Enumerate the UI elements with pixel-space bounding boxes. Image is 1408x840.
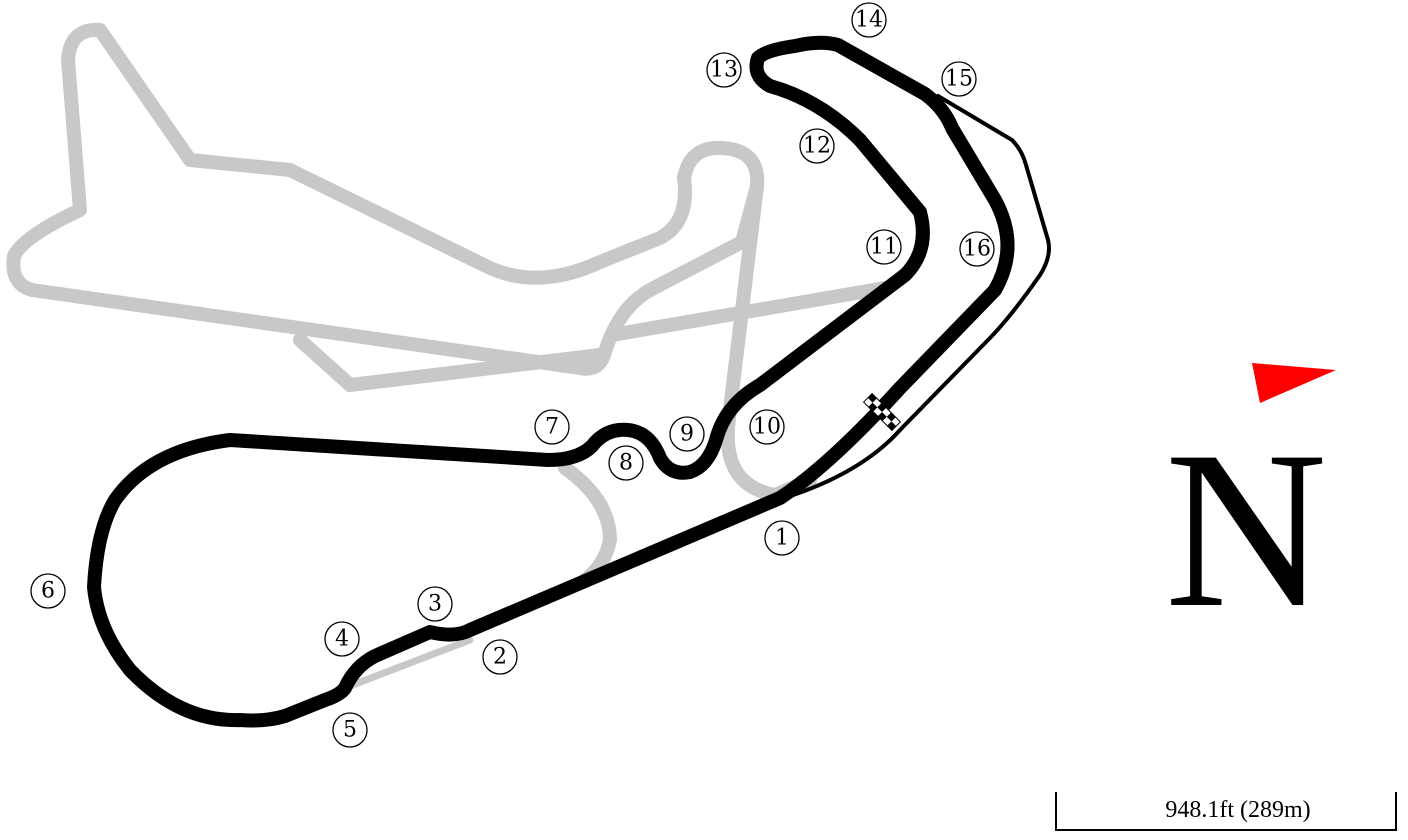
scale-bar-line [1055, 792, 1397, 831]
turn-label: 3 [428, 592, 442, 617]
turn-label: 7 [545, 415, 559, 440]
scale-bar: 948.1ft (289m) [1055, 792, 1397, 831]
turn-label: 15 [945, 67, 973, 92]
turn-marker-14: 14 [851, 2, 887, 38]
turn-label: 13 [710, 58, 738, 83]
turn-label: 1 [775, 526, 789, 551]
turn-label: 2 [493, 645, 507, 670]
unused-track-lower-link [341, 636, 474, 692]
turn-marker-10: 10 [749, 409, 785, 445]
scale-bar-label: 948.1ft (289m) [1165, 797, 1310, 823]
turn-marker-5: 5 [332, 712, 368, 748]
unused-track-infield-loop [6, 22, 765, 376]
turn-marker-3: 3 [417, 586, 453, 622]
start-finish-marker [862, 392, 902, 432]
turn-label: 4 [335, 627, 349, 652]
turn-label: 5 [343, 718, 357, 743]
turn-label: 14 [855, 8, 883, 33]
unused-track-short-loop [558, 461, 617, 587]
turn-label: 9 [680, 422, 694, 447]
pit-lane [776, 94, 1051, 502]
turn-label: 12 [803, 134, 831, 159]
turn-marker-16: 16 [959, 231, 995, 267]
unused-track-layouts [6, 22, 892, 692]
turn-marker-11: 11 [866, 229, 902, 265]
north-letter: N [1165, 404, 1328, 654]
turn-label: 8 [619, 451, 633, 476]
north-arrow-icon [1252, 363, 1336, 403]
turn-label: 10 [753, 415, 781, 440]
turn-marker-4: 4 [324, 621, 360, 657]
turn-marker-6: 6 [30, 573, 66, 609]
turn-marker-12: 12 [799, 128, 835, 164]
turn-marker-13: 13 [706, 52, 742, 88]
turn-label: 16 [963, 237, 991, 262]
turn-markers: 1 2 3 4 5 6 7 8 9 10 11 12 13 14 15 16 [30, 2, 995, 748]
turn-marker-8: 8 [608, 445, 644, 481]
turn-label: 6 [41, 579, 55, 604]
turn-marker-15: 15 [941, 61, 977, 97]
compass: N [1165, 363, 1336, 654]
unused-track-inner-link [293, 333, 607, 392]
turn-label: 11 [870, 235, 898, 260]
turn-marker-2: 2 [482, 639, 518, 675]
active-track [87, 35, 1015, 728]
turn-marker-9: 9 [669, 416, 705, 452]
turn-marker-1: 1 [764, 520, 800, 556]
turn-marker-7: 7 [534, 409, 570, 445]
